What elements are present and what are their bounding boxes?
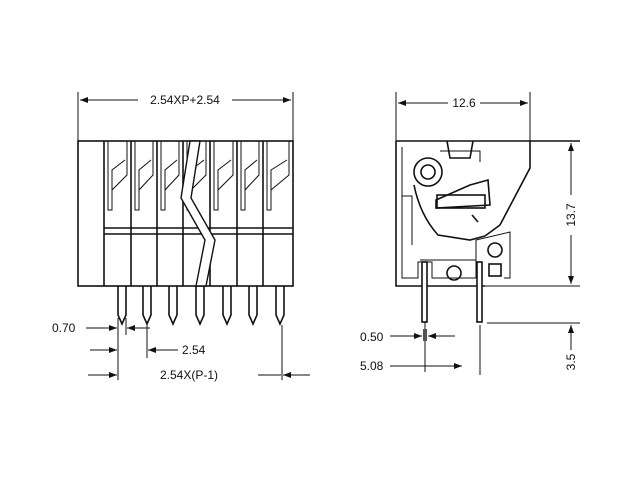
pin-spacing-dimension: 5.08 (360, 359, 384, 373)
front-view: 2.54XP+2.54 0.70 2.54 2.54X(P-1) (52, 92, 310, 382)
pitch-dimension: 2.54 (182, 343, 206, 357)
height-dimension: 13.7 (564, 203, 578, 227)
side-pin-left (421, 261, 428, 323)
spring-lever (107, 141, 128, 211)
pin (168, 286, 178, 326)
break-mark (180, 140, 216, 287)
overall-width-dimension: 2.54XP+2.54 (150, 93, 220, 107)
spring-lever (266, 141, 290, 211)
housing-outline (395, 140, 580, 287)
pin (275, 286, 285, 326)
spring-lever (134, 141, 154, 211)
front-pins (117, 286, 285, 326)
side-view: 12.6 13.7 3.5 0.50 5.08 (360, 92, 580, 375)
pin-width-dimension: 0.70 (52, 321, 76, 335)
depth-dimension: 12.6 (452, 96, 476, 110)
pin (222, 286, 232, 326)
pin (142, 286, 152, 326)
pin (117, 286, 127, 326)
spring-lever (160, 141, 180, 211)
pin-thickness-dimension: 0.50 (360, 330, 384, 344)
connector-body (77, 140, 294, 287)
pin (248, 286, 258, 326)
spring-lever (240, 141, 260, 211)
side-pin-right (476, 261, 483, 323)
pin-length-dimension: 3.5 (564, 353, 578, 370)
pin (195, 286, 205, 326)
spring-lever (213, 141, 234, 211)
terminal-slots (103, 141, 290, 286)
span-dimension: 2.54X(P-1) (160, 368, 218, 382)
